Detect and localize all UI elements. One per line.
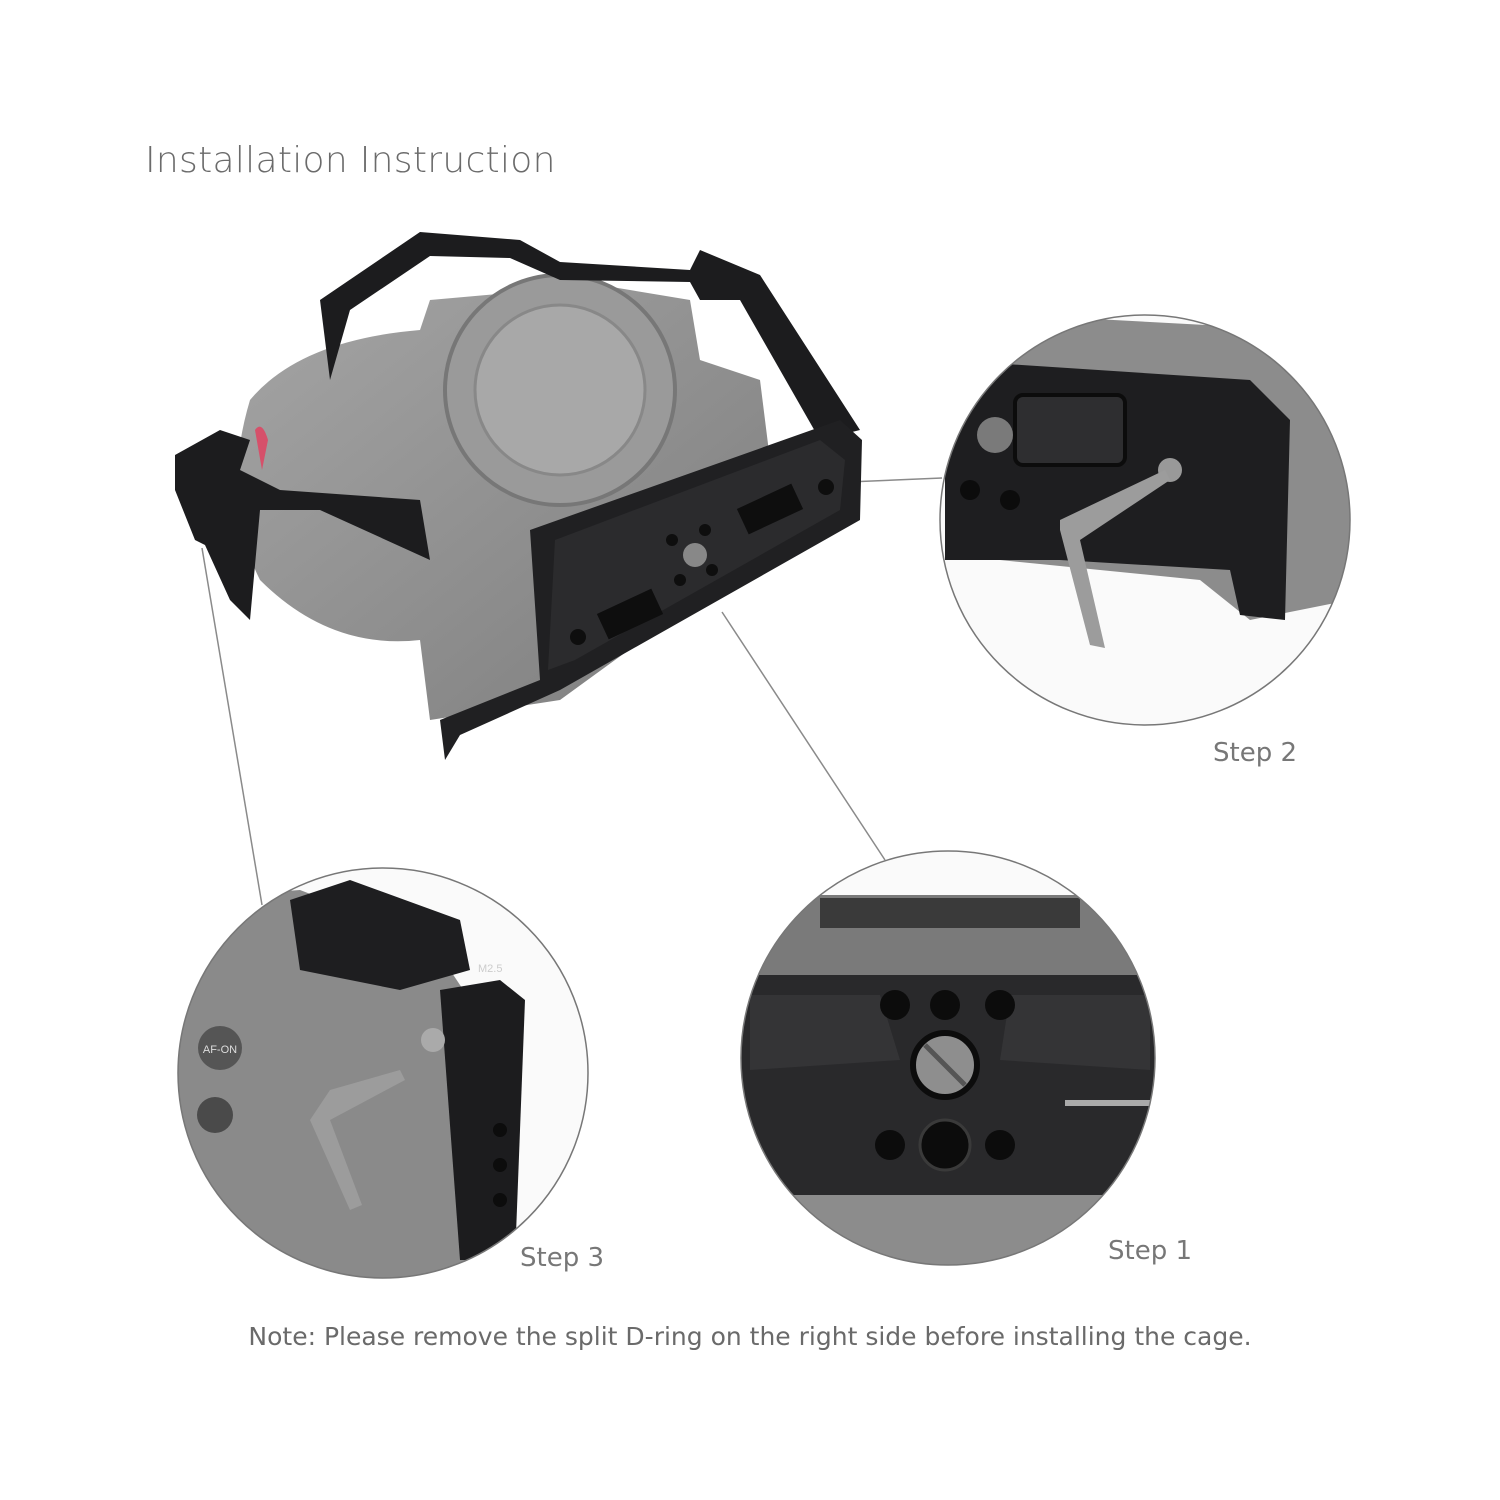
- af-on-button-marking: AF-ON: [203, 1044, 237, 1056]
- step-2-label: Step 2: [1213, 738, 1298, 768]
- m25-marking: M2.5: [478, 963, 502, 975]
- leader-lines: [201, 477, 943, 906]
- step-3-label: Step 3: [520, 1243, 605, 1273]
- leader-line-step1: [721, 611, 886, 861]
- detail-circle-step2: [940, 315, 1350, 725]
- camera-cage-main: [175, 232, 862, 760]
- step-1-label: Step 1: [1108, 1236, 1193, 1266]
- installation-note: Note: Please remove the split D-ring on …: [248, 1322, 1252, 1351]
- detail-circle-step3: AF-ON M2.5: [178, 868, 588, 1278]
- leader-line-step3: [201, 547, 263, 906]
- detail-circle-step1: [741, 851, 1155, 1265]
- leader-line-step2: [847, 477, 943, 483]
- page-title: Installation Instruction: [145, 140, 556, 181]
